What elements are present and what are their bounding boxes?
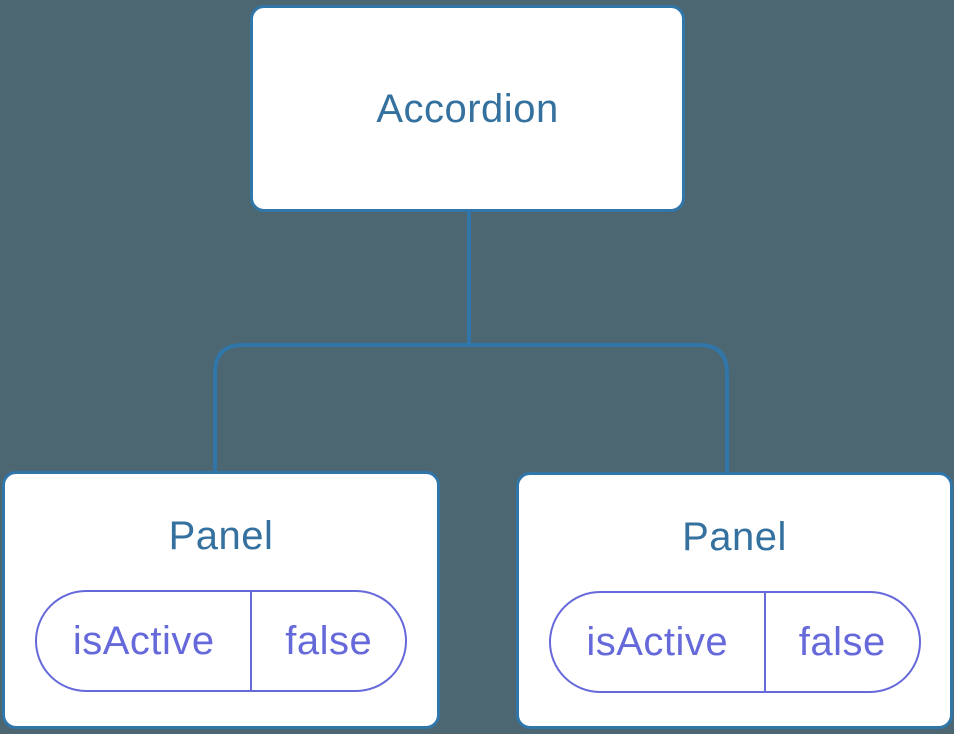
node-label: Panel [168,514,274,558]
node-label: Accordion [376,86,559,131]
state-key-cell: isActive [586,619,729,664]
component-node-accordion: Accordion [250,5,685,212]
state-pill: isActive false [35,590,407,692]
component-node-panel-left: Panel isActive false [2,471,440,729]
node-label: Panel [682,515,787,559]
state-pill: isActive false [548,591,921,693]
state-value-cell: false [763,593,919,691]
component-node-panel-right: Panel isActive false [516,472,953,729]
connector-bracket [213,343,729,474]
state-value-cell: false [250,592,405,690]
state-key-cell: isActive [72,618,215,663]
